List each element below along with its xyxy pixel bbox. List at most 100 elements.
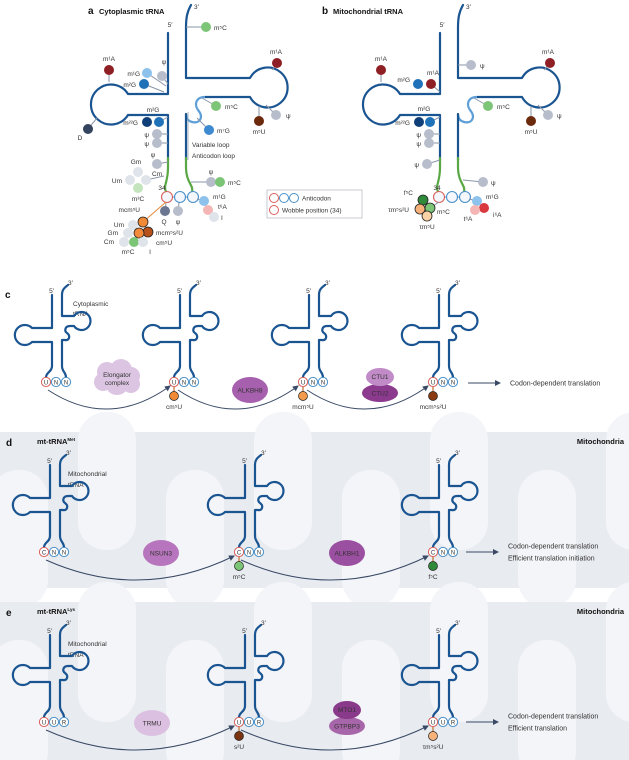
modification-8: ψ xyxy=(265,104,291,120)
three-prime-strand xyxy=(253,453,285,549)
five-prime-strand xyxy=(206,463,247,549)
enzyme-cloud-shape xyxy=(122,375,140,393)
three-prime-label: 3′ xyxy=(455,280,461,287)
modification-label: m⁵C xyxy=(437,209,450,216)
modification-13: ψ xyxy=(144,129,168,139)
modification-dot xyxy=(479,203,489,213)
modification-31: cm⁵U xyxy=(133,227,172,247)
anticodon-base-letter: C xyxy=(42,550,47,556)
panel-a-modifications: m⁵Cm¹Am¹Gψm²GDm¹Am⁵Uψm⁵Cm⁷Gm²Gm²²GψψψGmC… xyxy=(78,22,291,256)
modification-2: m²G xyxy=(397,77,423,89)
modification-dot xyxy=(417,194,429,206)
enzyme-label: MTO1 xyxy=(338,707,356,714)
wobble-position-circle xyxy=(160,190,174,204)
modification-dot xyxy=(169,391,179,401)
modification-label: m¹A xyxy=(270,49,283,56)
panel-d-title: mt-tRNAMet xyxy=(37,437,76,446)
enzyme-cloud-shape xyxy=(105,371,129,395)
modification-label: Gm xyxy=(108,230,118,237)
modification-label: m⁵C xyxy=(228,180,241,187)
modification-label: t⁶A xyxy=(464,216,473,223)
pathway-arrow xyxy=(45,555,235,581)
modification-12: m²²G xyxy=(123,117,152,127)
modification-label: D xyxy=(78,135,83,142)
modification-label: m²G xyxy=(147,107,160,114)
modification-label: Gm xyxy=(131,159,141,166)
modification-dot xyxy=(160,206,170,216)
modification-17: Cm xyxy=(141,171,165,185)
outcome-label: Codon-dependent translation xyxy=(508,544,598,551)
modification-label: Um xyxy=(112,178,122,185)
modification-34: I xyxy=(138,237,151,256)
anticodon-base-circle xyxy=(317,376,329,388)
modification-label: m²²G xyxy=(123,120,138,127)
modification-label: m⁵C xyxy=(233,574,246,581)
modification-3: m¹A xyxy=(426,70,441,93)
legend-anticodon-circle-icon xyxy=(279,193,289,203)
modification-29: Gm xyxy=(108,228,133,238)
wobble-base-circle xyxy=(40,376,52,388)
anticodon-base-letter: U xyxy=(247,720,251,726)
anticodon-base-letter: N xyxy=(451,380,455,386)
variable-loop-label: Variable loop xyxy=(192,142,230,149)
anticodon-base-letter: N xyxy=(321,380,325,386)
modification-label: τm⁵s²U xyxy=(423,744,444,751)
modification-label: I xyxy=(221,215,223,222)
modification-dot xyxy=(203,205,213,215)
legend: Anticodon Wobble position (34) xyxy=(266,189,363,219)
five-prime-label: 5′ xyxy=(49,288,55,295)
five-prime-label: 5′ xyxy=(440,22,446,29)
modification-label: Q xyxy=(161,219,166,226)
three-prime-label: 3′ xyxy=(194,4,200,11)
modification-label: ψ xyxy=(286,113,291,120)
wobble-position-circle xyxy=(432,190,446,204)
modification-dot xyxy=(426,79,436,89)
trna-type-label: Mitochondrial xyxy=(68,471,107,478)
anticodon-base-circle xyxy=(188,376,200,388)
modification-dot xyxy=(133,167,143,177)
anticodon-circle xyxy=(445,190,459,204)
modification-dot xyxy=(428,731,438,741)
modification-label: f⁵C xyxy=(428,574,438,581)
anticodon-base-circle xyxy=(243,716,255,728)
outcome-label: Codon-dependent translation xyxy=(510,381,600,388)
modification-dot xyxy=(272,58,282,68)
modification-dot xyxy=(104,65,114,75)
modification-32: Cm xyxy=(104,237,129,247)
cytoplasmic-trna-structure: 5′3′ xyxy=(89,3,289,204)
wobble-base-circle xyxy=(233,546,245,558)
modification-11: m²G xyxy=(147,107,169,127)
modification-label: m¹A xyxy=(375,56,388,63)
anticodon-base-circle xyxy=(447,716,459,728)
modification-label: m²G xyxy=(397,77,410,84)
trna-type-label: tRNA xyxy=(68,652,84,659)
modification-26: I xyxy=(209,212,223,222)
crista-shape xyxy=(518,470,576,608)
modification-8: m²G xyxy=(418,106,441,127)
anticodon-base-circle xyxy=(307,376,319,388)
five-prime-strand xyxy=(13,293,54,379)
modification-0: ψ xyxy=(458,60,485,70)
enzyme-label: CTU1 xyxy=(372,374,389,381)
modification-11: ψ xyxy=(416,138,440,148)
modification-dot xyxy=(83,124,93,134)
anticodon-base-letter: N xyxy=(451,550,455,556)
modification-5: m⁵U xyxy=(525,106,538,136)
modification-23: m⁵C xyxy=(215,177,241,187)
trna-type-label: tRNA xyxy=(73,311,89,318)
five-prime-strand xyxy=(400,463,441,549)
panel-e-title-main: mt-tRNA xyxy=(37,607,68,616)
five-prime-strand xyxy=(400,293,441,379)
mitochondrial-trna-structure: 5′3′ xyxy=(361,3,561,204)
modification-15: ψ xyxy=(151,152,169,169)
enzyme-alkbh1: ALKBH1 xyxy=(329,540,365,566)
crista-shape xyxy=(430,412,488,550)
modification-dot xyxy=(142,68,152,78)
